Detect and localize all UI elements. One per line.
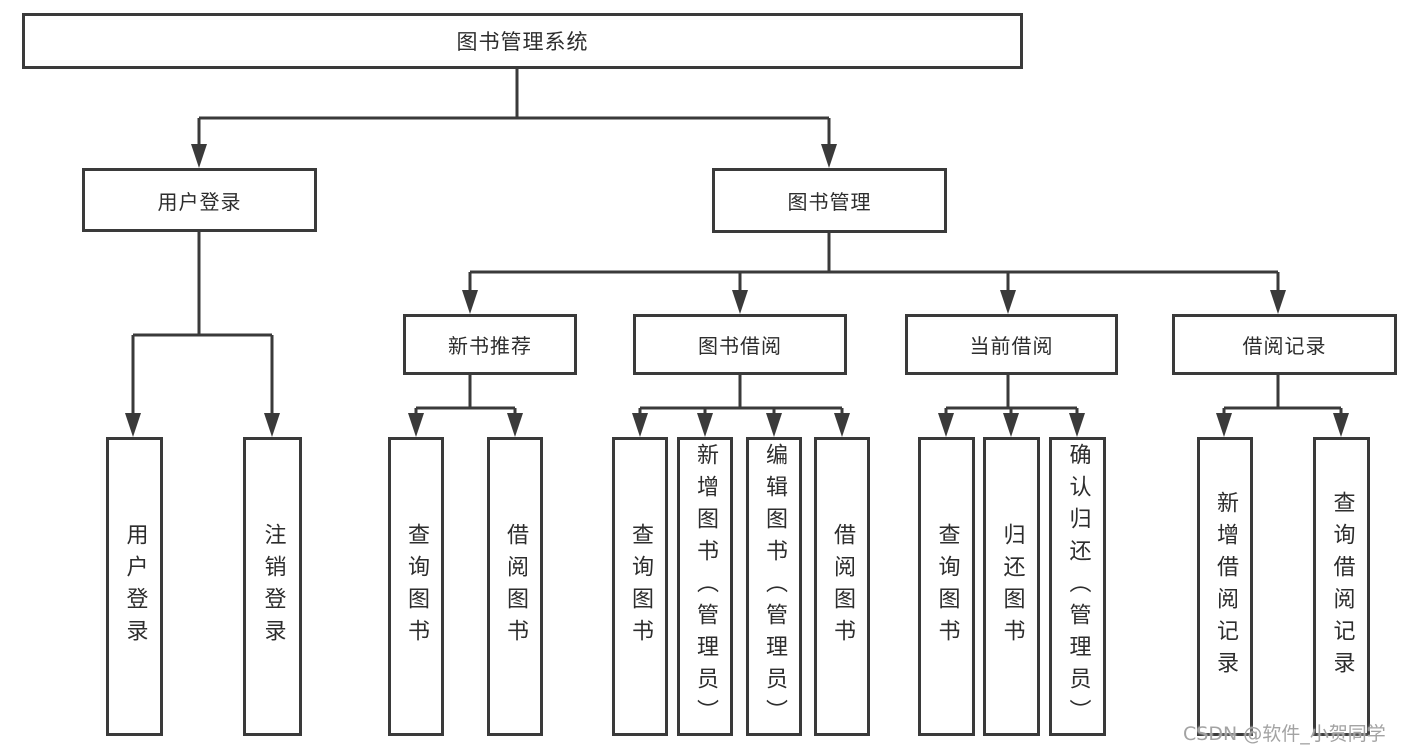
node-book-borrowing: 图书借阅 (633, 314, 847, 375)
leaf-user-login: 用户登录 (106, 437, 163, 736)
node-current-borrowing: 当前借阅 (905, 314, 1118, 375)
node-book-management: 图书管理 (712, 168, 947, 233)
arrowhead (264, 413, 280, 437)
connector-book-management-children (462, 233, 1286, 314)
arrowhead (1003, 413, 1019, 437)
leaf-add-borrow-record: 新增借阅记录 (1197, 437, 1253, 736)
connector-new-book-recommendation-children (408, 375, 523, 437)
arrowhead (821, 144, 837, 168)
leaf-query-borrow-record: 查询借阅记录 (1313, 437, 1370, 736)
leaf-borrow-books-recommend: 借阅图书 (487, 437, 543, 736)
leaf-edit-book-admin: 编辑图书（管理员） (746, 437, 802, 736)
arrowhead (697, 413, 713, 437)
arrowhead (191, 144, 207, 168)
leaf-logout: 注销登录 (243, 437, 302, 736)
arrowhead (1216, 413, 1232, 437)
connector-current-borrowing-children (938, 375, 1085, 437)
arrowhead (632, 413, 648, 437)
arrowhead (462, 290, 478, 314)
node-borrowing-records: 借阅记录 (1172, 314, 1397, 375)
arrowhead (125, 413, 141, 437)
connector-root-to-level2 (191, 68, 837, 168)
arrowhead (507, 413, 523, 437)
leaf-borrow-books-borrowing: 借阅图书 (814, 437, 870, 736)
connector-borrowing-records-children (1216, 375, 1349, 437)
leaf-add-book-admin: 新增图书（管理员） (677, 437, 733, 736)
leaf-query-books-recommend: 查询图书 (388, 437, 444, 736)
arrowhead (766, 413, 782, 437)
arrowhead (938, 413, 954, 437)
watermark: CSDN @软件_小贺同学 (1183, 723, 1386, 745)
arrowhead (834, 413, 850, 437)
node-user-login: 用户登录 (82, 168, 317, 232)
leaf-query-books-borrowing: 查询图书 (612, 437, 668, 736)
connector-book-borrowing-children (632, 375, 850, 437)
arrowhead (1333, 413, 1349, 437)
node-library-management-system: 图书管理系统 (22, 13, 1023, 69)
arrowhead (732, 290, 748, 314)
arrowhead (1069, 413, 1085, 437)
arrowhead (1000, 290, 1016, 314)
leaf-confirm-return-admin: 确认归还（管理员） (1049, 437, 1106, 736)
arrowhead (408, 413, 424, 437)
node-new-book-recommendation: 新书推荐 (403, 314, 577, 375)
leaf-return-book: 归还图书 (983, 437, 1040, 736)
arrowhead (1270, 290, 1286, 314)
leaf-query-books-current: 查询图书 (918, 437, 975, 736)
connector-user-login-children (125, 232, 280, 437)
